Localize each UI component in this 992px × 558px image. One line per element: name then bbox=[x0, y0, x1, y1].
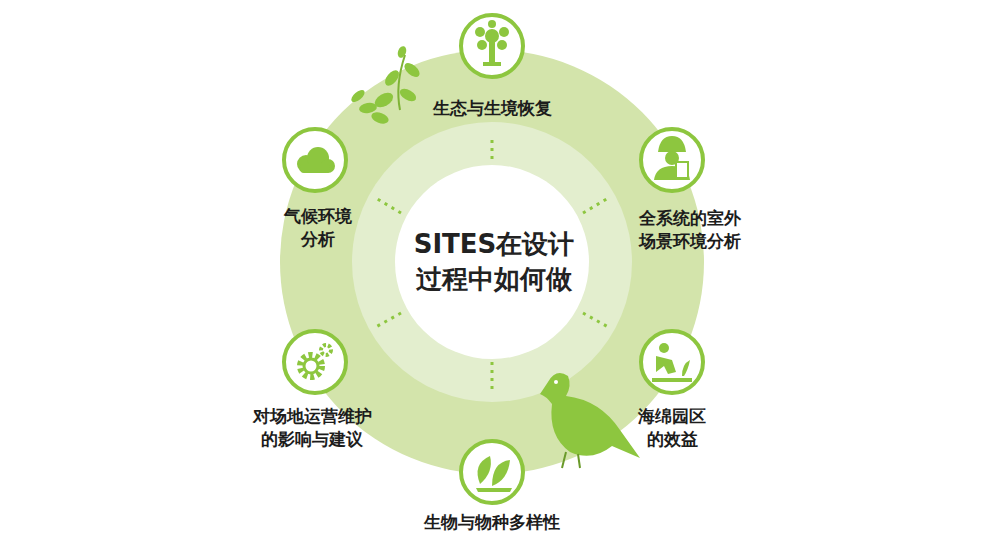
topic-label: 全系统的室外 场景环境分析 bbox=[626, 207, 754, 253]
bird-illustration bbox=[540, 373, 640, 468]
topic-text: 对场地运营维护 的影响与建议 bbox=[242, 405, 382, 451]
plant-illustration bbox=[349, 45, 422, 126]
cloud-icon bbox=[297, 147, 335, 173]
topic-label: 气候环境 分析 bbox=[277, 205, 359, 251]
gardener-icon bbox=[652, 343, 692, 382]
topic-label: 生态与生境恢复 bbox=[433, 97, 552, 120]
topic-text: 气候环境 分析 bbox=[277, 205, 359, 251]
tree-icon bbox=[475, 20, 509, 66]
worker-icon bbox=[654, 136, 690, 180]
topic-text: 生物与物种多样性 bbox=[424, 511, 560, 534]
inner-ring bbox=[352, 122, 632, 402]
topic-label: 生物与物种多样性 bbox=[424, 511, 560, 534]
gear-icon bbox=[300, 345, 331, 377]
topic-text: 全系统的室外 场景环境分析 bbox=[626, 207, 754, 253]
center-disc bbox=[395, 165, 589, 359]
topic-text: 生态与生境恢复 bbox=[433, 97, 552, 120]
center-circle: SITES在设计 过程中如何做 bbox=[394, 227, 594, 297]
center-title: SITES在设计 过程中如何做 bbox=[394, 227, 594, 297]
topic-text: 海绵园区 的效益 bbox=[632, 405, 712, 451]
leaves-icon bbox=[476, 456, 512, 492]
topic-label: 海绵园区 的效益 bbox=[632, 405, 712, 451]
dotted-separators bbox=[374, 140, 610, 390]
topic-label: 对场地运营维护 的影响与建议 bbox=[242, 405, 382, 451]
